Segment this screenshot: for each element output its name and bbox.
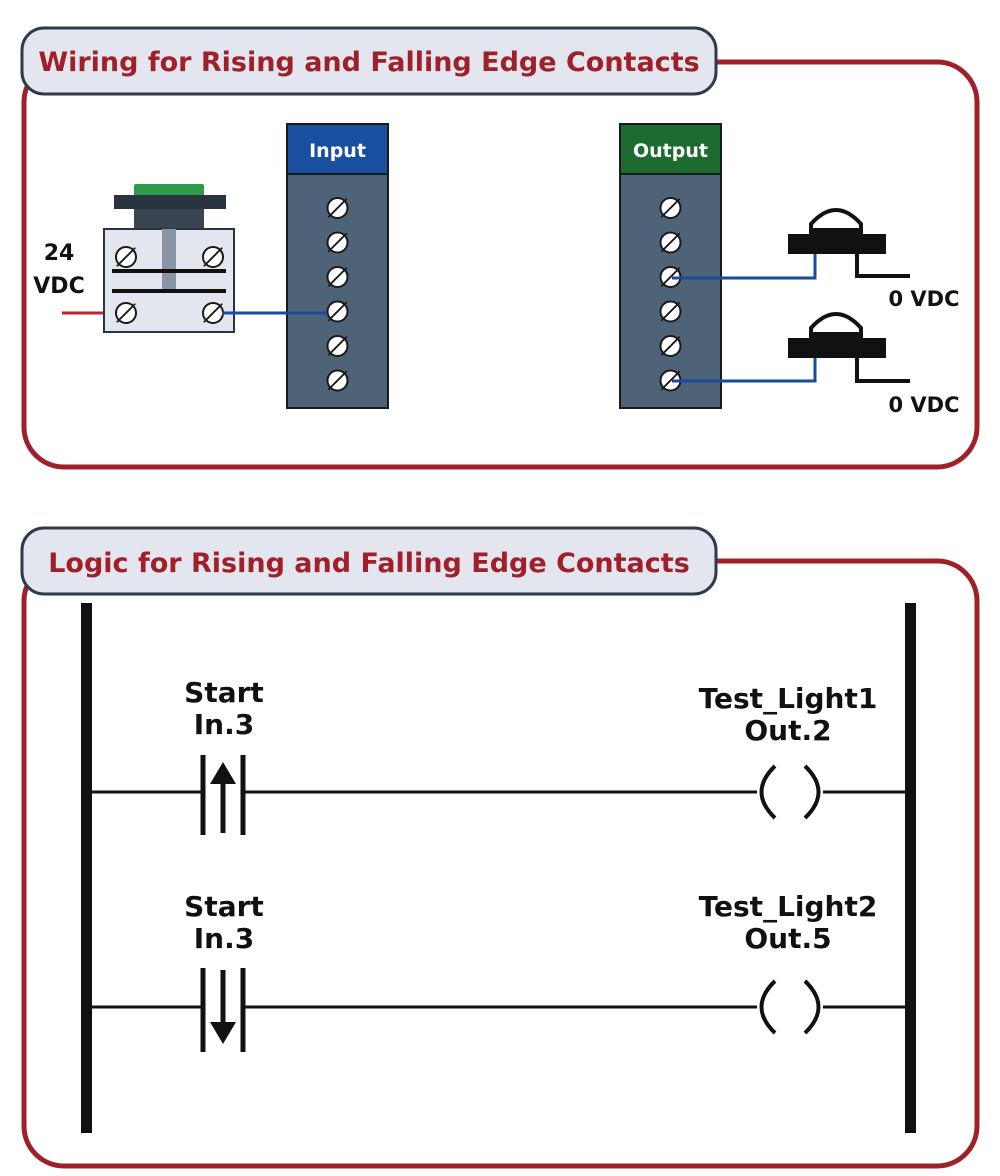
button-terminal-screw (202, 302, 224, 324)
wiring-title: Wiring for Rising and Falling Edge Conta… (38, 47, 699, 78)
rising-edge-contact (200, 755, 246, 835)
input-terminal-screw (326, 231, 349, 254)
output-terminal-screw (659, 197, 682, 219)
output-terminal-screw (659, 335, 682, 357)
input-terminal-screw (326, 369, 349, 392)
rung1-coil-name: Test_Light1 (699, 682, 878, 715)
input-module: Input (286, 123, 389, 409)
wiring-title-box (20, 26, 718, 96)
button-flange (114, 195, 226, 209)
button-plunger (162, 229, 176, 292)
output-terminal-screw (659, 266, 682, 288)
input-terminal-screw (326, 300, 349, 323)
output-terminal-screw (659, 369, 682, 392)
output-module: Output (619, 123, 722, 409)
rung-1: Start In.3 Test_Light1 Out.2 (92, 676, 905, 835)
left-power-rail (81, 603, 92, 1133)
lamp1-return-label: 0 VDC (888, 287, 959, 311)
output-terminal-screw (659, 231, 682, 254)
input-terminals (326, 197, 349, 392)
output-terminal-screw (659, 300, 682, 323)
button-cap (134, 184, 204, 196)
lamp2-wire (672, 358, 817, 383)
button-terminal-screw (115, 302, 137, 324)
rung1-contact-address: In.3 (194, 708, 254, 741)
rung2-contact-name: Start (184, 890, 264, 923)
input-terminal-screw (326, 335, 349, 357)
supply-voltage-label: 24 (44, 241, 75, 266)
rung2-coil (759, 979, 821, 1035)
rung-2: Start In.3 Test_Light2 Out.5 (92, 890, 905, 1052)
logic-title: Logic for Rising and Falling Edge Contac… (48, 548, 690, 579)
lamp1-wire (672, 252, 817, 280)
logic-frame (21, 558, 980, 1169)
lamp2-return-label: 0 VDC (888, 393, 959, 417)
lamp2-icon (788, 312, 910, 383)
input-module-header (286, 123, 389, 175)
rung1-coil (759, 764, 821, 820)
lamp1-icon (788, 208, 910, 278)
rung1-contact-name: Start (184, 676, 264, 709)
button-terminal-screw (202, 246, 224, 268)
input-module-label: Input (309, 140, 366, 162)
supply-unit-label: VDC (33, 274, 84, 299)
button-neck (134, 209, 204, 229)
rung2-contact-address: In.3 (194, 922, 254, 955)
button-terminal-screw (115, 246, 137, 268)
output-terminals (659, 197, 682, 392)
input-terminal-screw (326, 197, 349, 219)
rung2-coil-name: Test_Light2 (699, 890, 878, 923)
input-terminal-screw (326, 266, 349, 288)
push-button (103, 184, 235, 333)
rung1-coil-address: Out.2 (744, 714, 831, 747)
right-power-rail (905, 603, 916, 1133)
rung2-coil-address: Out.5 (744, 922, 831, 955)
output-module-header (619, 123, 722, 175)
wiring-section: Wiring for Rising and Falling Edge Conta… (20, 26, 980, 470)
logic-section: Logic for Rising and Falling Edge Contac… (20, 526, 980, 1169)
logic-title-box (20, 526, 718, 596)
output-module-label: Output (633, 140, 708, 162)
falling-edge-contact (200, 968, 246, 1052)
